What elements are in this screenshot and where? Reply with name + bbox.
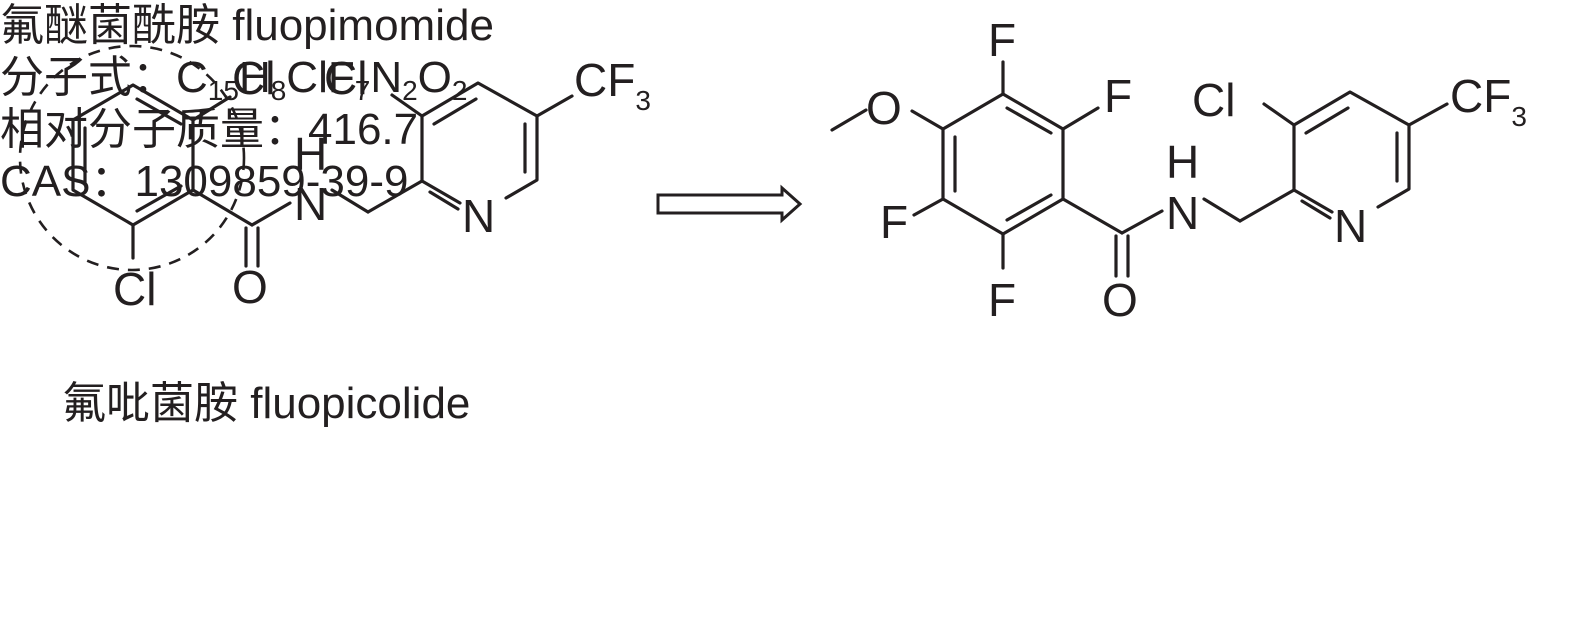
inner-bond-2 <box>135 97 183 126</box>
name-cn: 氟醚菌酰胺 <box>0 1 220 50</box>
fluopicolide-name: 氟吡菌胺 fluopicolide <box>62 378 470 430</box>
bond-to-cf3 <box>535 94 574 118</box>
bond-to-f-left <box>912 197 945 217</box>
atom-f: F <box>880 196 908 248</box>
bond-to-cl-pyridine <box>390 93 424 118</box>
atom-cl: Cl <box>1192 74 1235 126</box>
atom-f: F <box>988 274 1016 326</box>
bond-ch2-ring <box>366 179 424 214</box>
formula-value: C15H8ClF7N2O2 <box>176 53 467 105</box>
pyridine-inner-1 <box>1304 106 1350 135</box>
atom-h: H <box>1166 136 1199 188</box>
bond-to-carbonyl <box>191 188 254 227</box>
open-arrow <box>656 184 803 224</box>
atom-cf3: CF3 <box>574 54 651 116</box>
atom-cl: Cl <box>113 263 156 315</box>
bond-ch2-ring <box>1238 188 1296 223</box>
atom-cf3: CF3 <box>1450 70 1527 132</box>
cf3-main: CF <box>574 54 635 106</box>
formula-subscript: 8 <box>270 75 287 106</box>
formula-element: ClF <box>286 53 355 102</box>
atom-f: F <box>988 14 1016 66</box>
formula-element: C <box>176 53 208 102</box>
molecular-mass: 相对分子质量：416.7 <box>0 104 1575 156</box>
atom-n: N <box>294 178 327 230</box>
formula-subscript: 2 <box>402 75 418 106</box>
formula-element: O <box>417 53 452 102</box>
formula-element: N <box>370 53 403 102</box>
atom-f: F <box>1104 70 1132 122</box>
atom-n: N <box>1166 187 1199 239</box>
atom-cl: Cl <box>324 52 367 104</box>
fluopicolide-structure: Cl Cl Cl CF3 H N O N <box>18 44 651 315</box>
bond-c-nh <box>1120 209 1164 235</box>
inner-bond-3 <box>1005 193 1053 222</box>
fluopimomide-name: 氟醚菌酰胺 fluopimomide <box>0 0 1575 52</box>
atom-o: O <box>232 261 268 313</box>
bond-to-cl-top <box>191 95 232 122</box>
pyridine-inner-3 <box>1300 199 1332 220</box>
atom-n: N <box>462 190 495 242</box>
bond-to-cf3 <box>1407 102 1449 127</box>
atom-o: O <box>866 82 902 134</box>
formula-element: H <box>238 53 271 102</box>
name-en: fluopicolide <box>250 379 471 428</box>
pyridine-inner-1 <box>432 97 478 126</box>
name-cn: 氟吡菌胺 <box>62 379 238 428</box>
cf3-main: CF <box>1450 70 1511 122</box>
mass-label: 相对分子质量： <box>0 105 308 154</box>
fluopimomide-structure: O F F F F Cl CF3 H N O N <box>830 14 1527 326</box>
formula-subscript: 7 <box>354 75 371 106</box>
inner-bond-3 <box>135 184 183 213</box>
bond-to-cl-pyridine <box>1262 102 1296 127</box>
bond-to-carbonyl <box>1061 197 1124 235</box>
atom-h: H <box>294 128 327 180</box>
atom-o: O <box>1102 274 1138 326</box>
bond-c-nh <box>250 201 292 227</box>
pyridine-ring <box>1292 90 1411 214</box>
highlight-circle <box>18 44 246 272</box>
atom-n: N <box>1334 200 1367 252</box>
pyridine-inner-3 <box>428 190 460 211</box>
bond-ring-o <box>910 109 945 131</box>
cf3-subscript: 3 <box>635 85 651 116</box>
pyridine-ring <box>420 81 539 205</box>
bond-nh-ch2 <box>1202 197 1242 223</box>
cf3-subscript: 3 <box>1511 101 1527 132</box>
benzene-ring <box>941 92 1065 236</box>
bond-o-methyl <box>830 108 868 132</box>
name-en: fluopimomide <box>232 1 494 50</box>
atom-cl: Cl <box>232 52 275 104</box>
cas-label: CAS： <box>0 157 135 206</box>
bond-nh-ch2 <box>330 188 370 214</box>
benzene-ring <box>71 83 195 227</box>
mass-value: 416.7 <box>308 105 419 154</box>
bond-to-f-right <box>1061 106 1100 131</box>
inner-bond-2 <box>1005 106 1053 135</box>
